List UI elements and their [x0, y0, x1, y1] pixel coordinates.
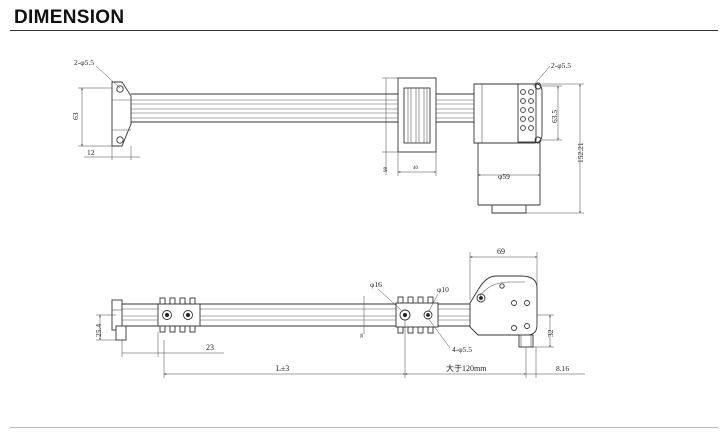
footer-divider	[10, 427, 718, 428]
side-motor-width: 69	[497, 247, 505, 256]
page-title: DIMENSION	[14, 7, 125, 28]
motor-top	[473, 82, 543, 214]
top-carriage-width: 40	[413, 166, 419, 171]
side-end-height: 25.4	[94, 324, 103, 337]
top-total-height: 152.21	[576, 142, 585, 163]
side-extra-label: 大于120mm	[446, 363, 487, 373]
header-divider	[10, 30, 718, 31]
side-roller-diameter: φ10	[437, 285, 449, 294]
side-idler-block	[157, 297, 201, 333]
top-mount-offset: 12	[87, 148, 95, 157]
side-motor	[469, 275, 538, 348]
side-stroke-label: L±3	[276, 364, 289, 373]
top-motor-diameter: φ59	[498, 172, 510, 181]
side-block-offset: 23	[206, 343, 214, 352]
top-mount-height: 63	[71, 112, 80, 120]
side-pulley-diameter: φ16	[370, 280, 382, 289]
side-view: 69 φ16 φ10 25.4 23 38 4-φ5.5 32 L±3	[94, 247, 585, 378]
carriage-block	[397, 77, 437, 153]
side-end-offset: 8.16	[556, 364, 569, 373]
end-mount-plate	[111, 81, 132, 147]
top-motor-hole-label: 2-φ5.5	[551, 61, 571, 70]
side-motor-bottom: 32	[546, 329, 555, 337]
side-carriage-hole-label: 4-φ5.5	[452, 345, 472, 354]
top-motor-height: 63.5	[550, 110, 559, 123]
side-rail-height: 38	[359, 333, 364, 338]
side-carriage	[395, 296, 439, 334]
top-view: 2-φ5.5 63 12 98 40 2-φ5.5 63.5 152.	[71, 58, 585, 214]
top-carriage-height: 98	[384, 167, 389, 173]
top-mount-hole-label: 2-φ5.5	[74, 58, 94, 67]
